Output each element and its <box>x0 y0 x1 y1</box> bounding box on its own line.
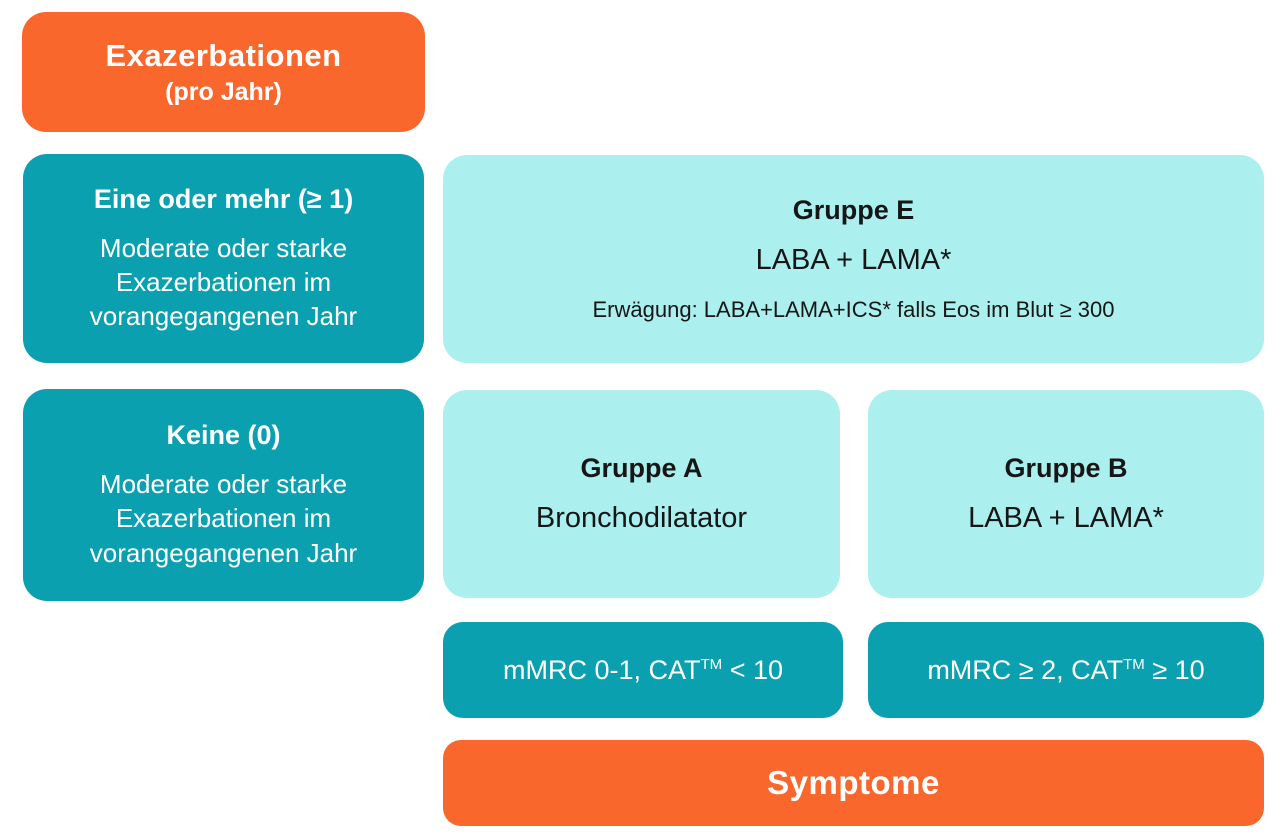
group-b-box: Gruppe B LABA + LAMA* <box>868 390 1264 598</box>
group-e-note: Erwägung: LABA+LAMA+ICS* falls Eos im Bl… <box>592 297 1115 322</box>
symptom-score-threshold: ≥ 10 <box>1144 654 1205 685</box>
symptom-score-high-box: mMRC ≥ 2, CATTM ≥ 10 <box>868 622 1264 718</box>
group-a-box: Gruppe A Bronchodilatator <box>443 390 840 598</box>
exacerbations-subtitle: (pro Jahr) <box>165 77 282 106</box>
group-b-therapy: LABA + LAMA* <box>968 502 1164 534</box>
group-e-title: Gruppe E <box>792 195 915 225</box>
exacerbation-row-none: Keine (0) Moderate oder starke Exazerbat… <box>23 389 424 601</box>
symptom-score-low-label: mMRC 0-1, CATTM < 10 <box>503 655 783 686</box>
exacerbations-axis-header: Exazerbationen (pro Jahr) <box>22 12 425 132</box>
exacerbation-row-title: Keine (0) <box>166 420 281 451</box>
symptom-score-low-box: mMRC 0-1, CATTM < 10 <box>443 622 843 718</box>
group-a-therapy: Bronchodilatator <box>535 502 748 534</box>
symptom-score-high-label: mMRC ≥ 2, CATTM ≥ 10 <box>927 655 1204 686</box>
group-e-box: Gruppe E LABA + LAMA* Erwägung: LABA+LAM… <box>443 155 1264 363</box>
symptom-score-text: mMRC ≥ 2, CAT <box>927 654 1124 685</box>
group-b-title: Gruppe B <box>1004 453 1128 483</box>
trademark-superscript: TM <box>1123 655 1145 673</box>
exacerbation-row-one-or-more: Eine oder mehr (≥ 1) Moderate oder stark… <box>23 154 424 363</box>
exacerbation-row-body: Moderate oder starke Exazerbationen im v… <box>89 232 358 332</box>
symptoms-axis-label: Symptome <box>767 764 940 801</box>
exacerbation-row-title: Eine oder mehr (≥ 1) <box>93 183 354 214</box>
exacerbation-row-body: Moderate oder starke Exazerbationen im v… <box>89 469 358 568</box>
exacerbations-title: Exazerbationen <box>105 37 342 73</box>
symptom-score-threshold: < 10 <box>722 654 783 685</box>
symptom-score-text: mMRC 0-1, CAT <box>503 654 701 685</box>
group-a-title: Gruppe A <box>580 453 703 483</box>
trademark-superscript: TM <box>700 655 723 673</box>
symptoms-axis-footer: Symptome <box>443 740 1264 826</box>
group-e-therapy: LABA + LAMA* <box>755 244 952 276</box>
